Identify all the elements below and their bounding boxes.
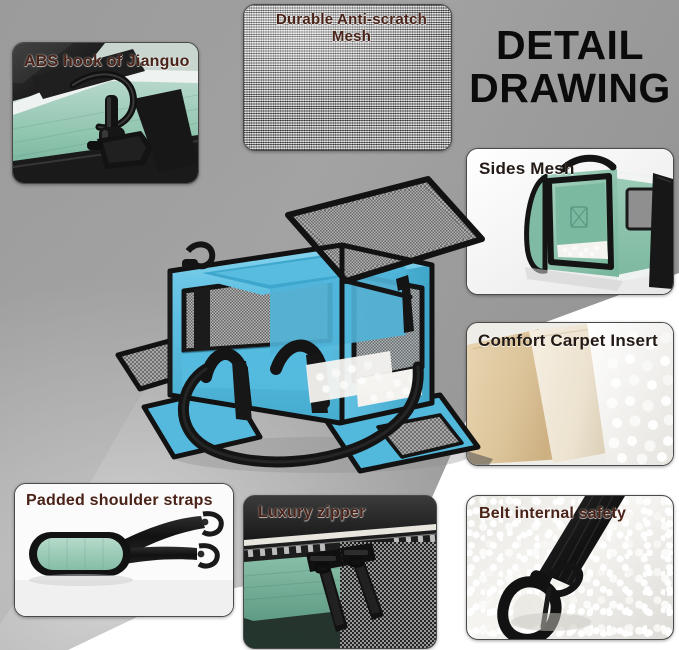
page-title: DETAIL DRAWING [469,22,671,112]
panel-belt-internal-safety: Belt internal safety [466,495,674,640]
panel-label-comfort-carpet: Comfort Carpet Insert [478,331,658,350]
panel-label-padded-shoulder-straps: Padded shoulder straps [26,492,213,509]
panel-label-luxury-zipper: Luxury zipper [258,504,366,521]
abs-hook-photo [13,43,198,183]
panel-sides-mesh: Sides Mesh [466,148,674,295]
belt-internal-safety-photo [467,496,673,639]
panel-label-abs-hook: ABS hook of Jianguo [24,53,190,70]
panel-label-anti-scratch-mesh: Durable Anti-scratch Mesh [276,11,427,45]
panel-anti-scratch-mesh: Durable Anti-scratch Mesh [243,4,452,151]
sides-mesh-photo [467,149,673,294]
panel-luxury-zipper: Luxury zipper [243,495,437,649]
padded-shoulder-straps-photo [15,484,233,616]
comfort-carpet-photo [467,323,673,465]
luxury-zipper-photo [244,496,436,648]
panel-comfort-carpet: Comfort Carpet Insert [466,322,674,466]
center-blue-pet-carrier [110,155,510,485]
panel-label-sides-mesh: Sides Mesh [479,159,575,178]
panel-label-belt-internal-safety: Belt internal safety [479,505,627,522]
anti-scratch-mesh-photo [244,5,451,150]
panel-padded-shoulder-straps: Padded shoulder straps [14,483,234,617]
panel-abs-hook: ABS hook of Jianguo [12,42,199,184]
mesh-sheen [244,5,451,150]
